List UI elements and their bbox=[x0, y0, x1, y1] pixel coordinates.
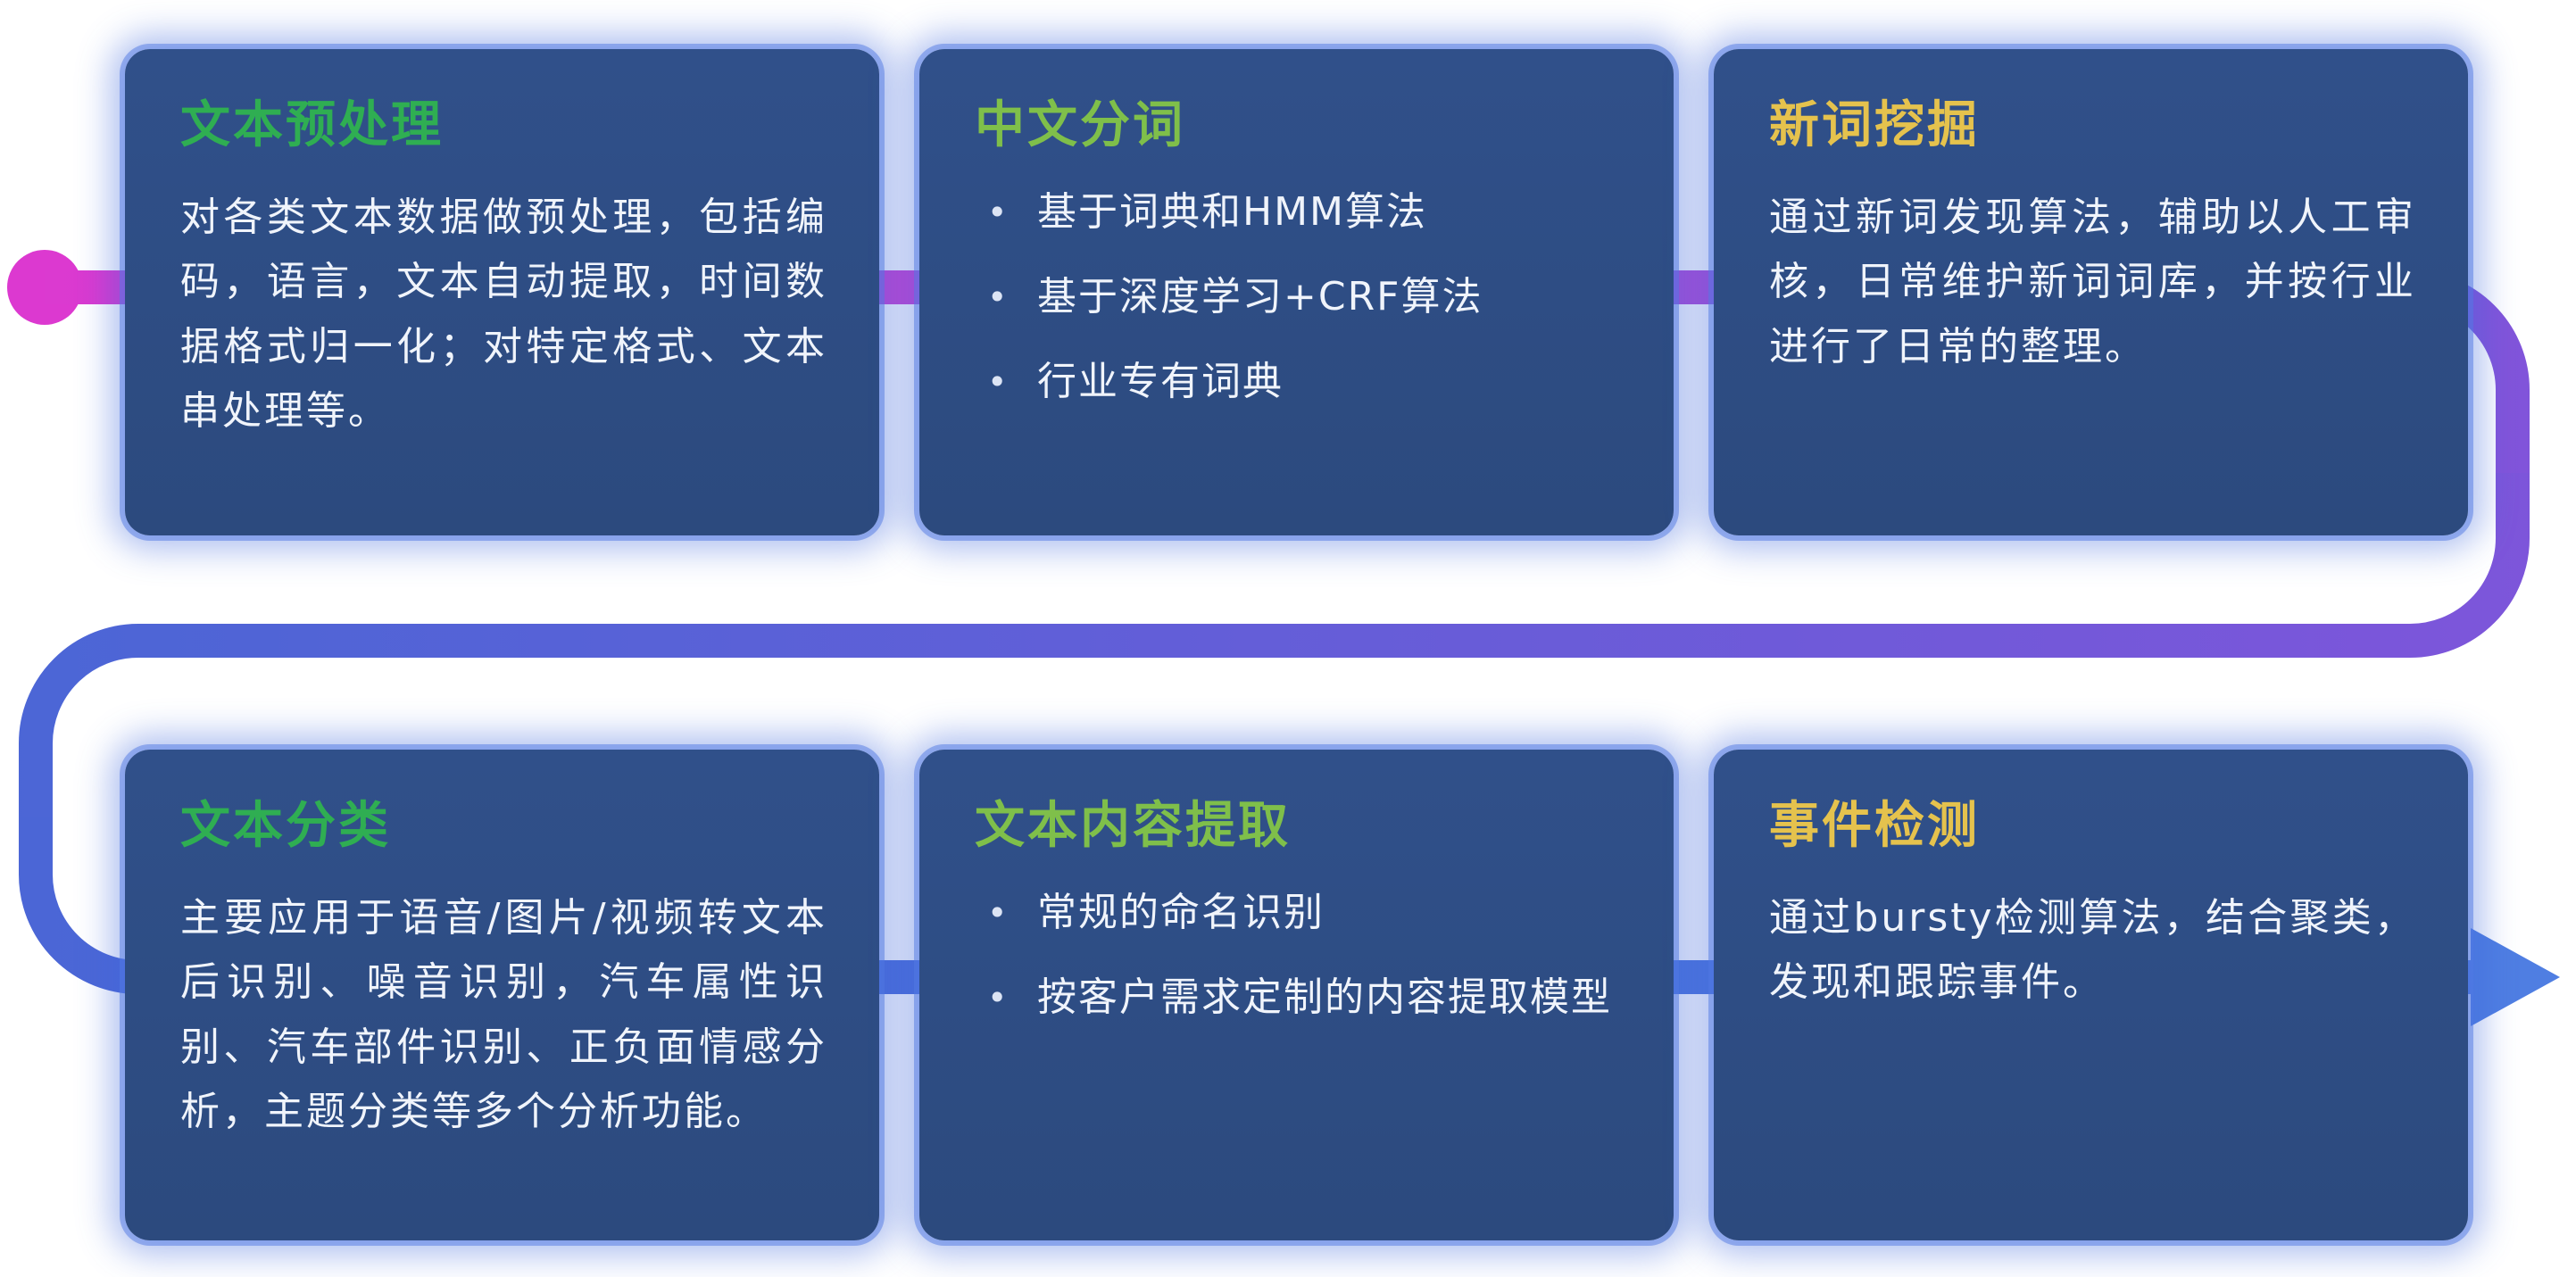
card-title: 文本分类 bbox=[180, 797, 391, 855]
card-title: 文本预处理 bbox=[180, 96, 444, 154]
list-item: • 常规的命名识别 bbox=[987, 886, 1622, 941]
list-item-text: 常规的命名识别 bbox=[1037, 890, 1325, 936]
list-item: • 行业专有词典 bbox=[987, 355, 1622, 410]
bullet-icon: • bbox=[987, 977, 1010, 1017]
flow-arrowhead-icon bbox=[2471, 928, 2560, 1026]
bullet-icon: • bbox=[987, 277, 1010, 317]
card-body-text: 通过新词发现算法，辅助以人工审核，日常维护新词词库，并按行业进行了日常的整理。 bbox=[1769, 195, 2416, 369]
card-bullet-list: • 常规的命名识别 • 按客户需求定制的内容提取模型 bbox=[975, 886, 1622, 1025]
card-body-text: 通过bursty检测算法，结合聚类，发现和跟踪事件。 bbox=[1769, 895, 2416, 1006]
list-item: • 基于深度学习+CRF算法 bbox=[987, 270, 1622, 325]
bullet-icon: • bbox=[987, 361, 1010, 402]
flow-segment-bottom bbox=[19, 817, 2477, 994]
list-item-text: 基于深度学习+CRF算法 bbox=[1037, 273, 1483, 319]
card-title: 新词挖掘 bbox=[1769, 96, 1980, 154]
card-body-text: 主要应用于语音/图片/视频转文本后识别、噪音识别，汽车属性识别、汽车部件识别、正… bbox=[180, 895, 827, 1134]
card-new-word-mining: 新词挖掘 通过新词发现算法，辅助以人工审核，日常维护新词词库，并按行业进行了日常… bbox=[1714, 49, 2468, 535]
list-item: • 按客户需求定制的内容提取模型 bbox=[987, 971, 1622, 1025]
card-chinese-word-segmentation: 中文分词 • 基于词典和HMM算法 • 基于深度学习+CRF算法 • 行业专有词… bbox=[919, 49, 1674, 535]
card-title: 文本内容提取 bbox=[975, 797, 1291, 855]
card-text-content-extraction: 文本内容提取 • 常规的命名识别 • 按客户需求定制的内容提取模型 bbox=[919, 750, 1674, 1240]
list-item: • 基于词典和HMM算法 bbox=[987, 186, 1622, 240]
bullet-icon: • bbox=[987, 893, 1010, 933]
card-title: 事件检测 bbox=[1769, 797, 1980, 855]
card-event-detection: 事件检测 通过bursty检测算法，结合聚类，发现和跟踪事件。 bbox=[1714, 750, 2468, 1240]
card-bullet-list: • 基于词典和HMM算法 • 基于深度学习+CRF算法 • 行业专有词典 bbox=[975, 186, 1622, 409]
list-item-text: 基于词典和HMM算法 bbox=[1037, 189, 1428, 236]
card-title: 中文分词 bbox=[975, 96, 1185, 154]
bullet-icon: • bbox=[987, 193, 1010, 233]
card-text-preprocessing: 文本预处理 对各类文本数据做预处理，包括编码，语言，文本自动提取，时间数据格式归… bbox=[125, 49, 879, 535]
list-item-text: 行业专有词典 bbox=[1037, 358, 1284, 404]
card-text-classification: 文本分类 主要应用于语音/图片/视频转文本后识别、噪音识别，汽车属性识别、汽车部… bbox=[125, 750, 879, 1240]
list-item-text: 按客户需求定制的内容提取模型 bbox=[1037, 974, 1612, 1020]
flow-segment-middle bbox=[19, 473, 2530, 817]
card-body-text: 对各类文本数据做预处理，包括编码，语言，文本自动提取，时间数据格式归一化；对特定… bbox=[180, 195, 827, 434]
